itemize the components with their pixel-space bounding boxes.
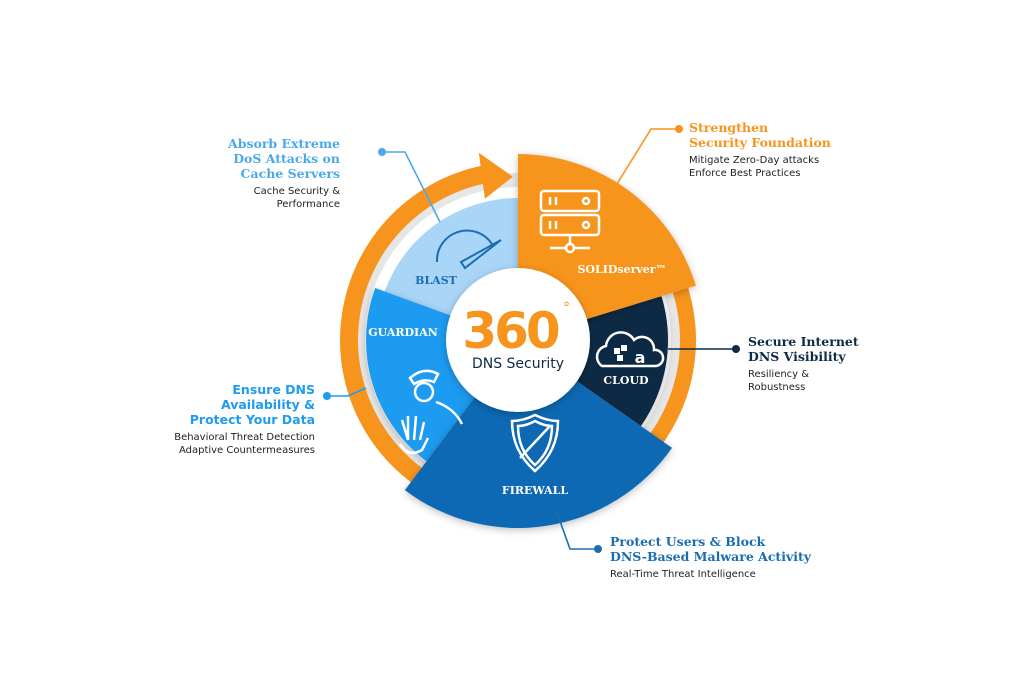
callout-guardian: Ensure DNS Availability & Protect Your D… xyxy=(174,382,315,457)
shield-icon xyxy=(510,413,560,473)
svg-text:a: a xyxy=(635,348,646,367)
segment-solidserver[interactable] xyxy=(518,154,696,323)
orange-cycle-arc-right xyxy=(638,279,696,460)
callout-solidserver: Strengthen Security Foundation Mitigate … xyxy=(689,120,831,180)
center-circle xyxy=(446,268,590,412)
callout-solidserver-subtitle: Mitigate Zero-Day attacks Enforce Best P… xyxy=(689,155,820,179)
callout-blast-title: Absorb Extreme DoS Attacks on Cache Serv… xyxy=(228,136,340,181)
callout-guardian-title: Ensure DNS Availability & Protect Your D… xyxy=(189,382,315,427)
center-360: 360 xyxy=(462,302,559,360)
callout-cloud-title: Secure Internet DNS Visibility xyxy=(748,334,859,364)
callout-firewall: Protect Users & Block DNS-Based Malware … xyxy=(610,534,811,581)
callout-lines xyxy=(323,125,740,553)
callout-firewall-subtitle: Real-Time Threat Intelligence xyxy=(610,569,756,580)
callout-blast-subtitle: Cache Security & Performance xyxy=(253,186,340,210)
label-firewall: FIREWALL xyxy=(502,484,568,497)
segment-firewall[interactable] xyxy=(404,374,673,528)
callout-cloud-subtitle: Resiliency & Robustness xyxy=(748,369,810,393)
server-icon xyxy=(539,189,601,254)
callout-guardian-subtitle: Behavioral Threat Detection Adaptive Cou… xyxy=(174,432,315,456)
callout-solidserver-title: Strengthen Security Foundation xyxy=(689,120,831,150)
orange-cycle-arrow-left xyxy=(339,165,485,498)
label-solidserver: SOLIDserver™ xyxy=(577,263,666,276)
arrowhead-icon xyxy=(478,152,513,199)
callout-cloud: Secure Internet DNS Visibility Resilienc… xyxy=(748,334,859,394)
center-subtitle: DNS Security xyxy=(472,356,564,372)
label-cloud: CLOUD xyxy=(603,374,649,387)
callout-firewall-title: Protect Users & Block DNS-Based Malware … xyxy=(610,534,812,564)
label-blast: BLAST xyxy=(415,274,458,287)
cloud-aws-icon: a xyxy=(595,331,665,368)
segment-cloud[interactable] xyxy=(567,296,668,427)
label-guardian: GUARDIAN xyxy=(368,326,438,339)
speedometer-icon xyxy=(435,229,502,270)
degree-symbol: ° xyxy=(563,300,570,316)
guard-hand-icon xyxy=(398,369,464,455)
callout-blast: Absorb Extreme DoS Attacks on Cache Serv… xyxy=(228,136,340,211)
